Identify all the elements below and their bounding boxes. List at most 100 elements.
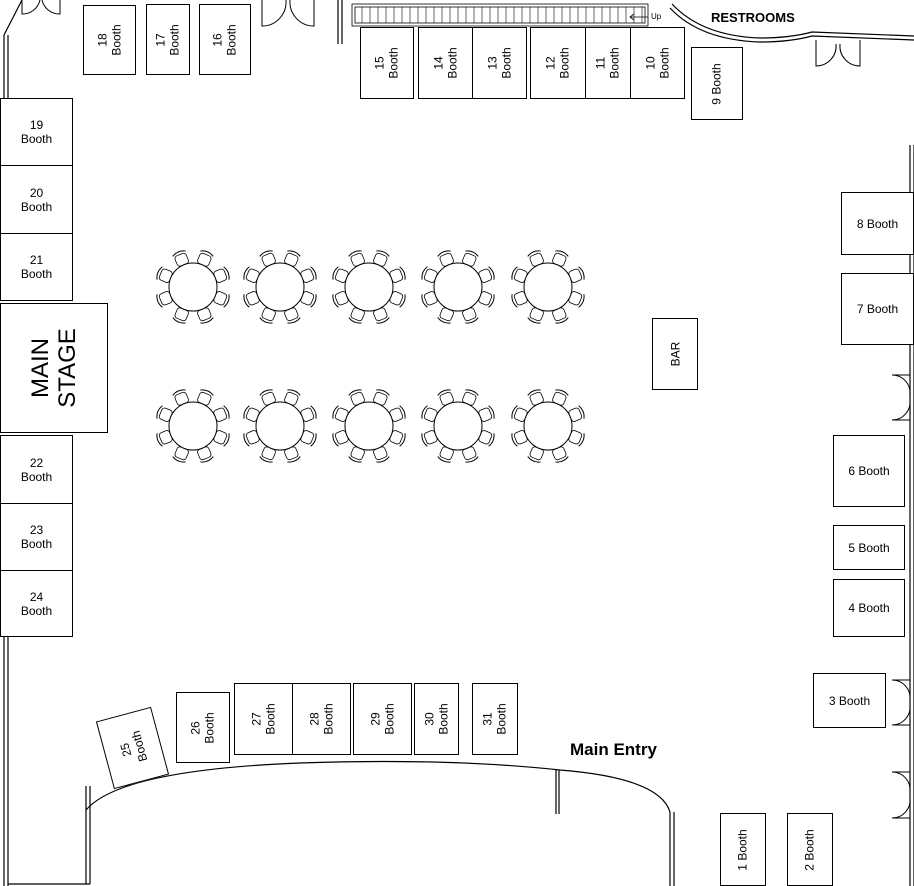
chair [389, 430, 406, 447]
booth-23[interactable]: 23 Booth [0, 503, 73, 571]
booth-label: 15 Booth [372, 47, 401, 79]
main-entry-label: Main Entry [570, 740, 657, 759]
booth-24[interactable]: 24 Booth [0, 570, 73, 637]
booth-19[interactable]: 19 Booth [0, 98, 73, 166]
booth-label: 13 Booth [485, 47, 514, 79]
table-top [433, 262, 483, 312]
booth-label: 12 Booth [543, 47, 572, 79]
booth-label: 6 Booth [848, 464, 890, 478]
chair [478, 405, 495, 422]
booth-2[interactable]: 2 Booth [787, 813, 833, 886]
chair [259, 389, 276, 406]
round-table-1 [156, 250, 230, 324]
chair [462, 389, 479, 406]
chair [373, 250, 390, 267]
booth-28[interactable]: 28 Booth [292, 683, 351, 755]
chair [156, 291, 173, 308]
chair [568, 266, 585, 283]
round-tables [156, 250, 585, 463]
booth-31[interactable]: 31 Booth [472, 683, 518, 755]
staircase [351, 3, 649, 27]
chair [552, 307, 569, 324]
booth-16[interactable]: 16 Booth [199, 4, 251, 75]
booth-6[interactable]: 6 Booth [833, 435, 905, 507]
chair [552, 446, 569, 463]
booth-22[interactable]: 22 Booth [0, 435, 73, 504]
chair [197, 446, 214, 463]
booth-label: 17 Booth [153, 23, 182, 56]
booth-label: 18 Booth [95, 24, 124, 56]
chair [172, 446, 189, 463]
booth-15[interactable]: 15 Booth [360, 27, 414, 99]
table-top [523, 262, 573, 312]
round-table-7 [243, 389, 317, 463]
chair [243, 266, 260, 283]
booth-label: 29 Booth [368, 703, 397, 735]
booth-label: 19 Booth [20, 118, 53, 146]
booth-label: 23 Booth [20, 523, 53, 551]
booth-label: 9 Booth [710, 62, 724, 105]
chair [213, 291, 230, 308]
round-table-6 [156, 389, 230, 463]
chair [478, 266, 495, 283]
chair [462, 307, 479, 324]
chair [213, 405, 230, 422]
booth-label: 21 Booth [20, 253, 53, 281]
booth-label: 4 Booth [848, 601, 890, 615]
booth-label: 1 Booth [736, 828, 750, 871]
chair [332, 291, 349, 308]
booth-label: 14 Booth [431, 47, 460, 79]
chair [552, 389, 569, 406]
booth-12[interactable]: 12 Booth [530, 27, 586, 99]
booth-30[interactable]: 30 Booth [414, 683, 459, 755]
booth-label: 16 Booth [210, 23, 239, 56]
booth-29[interactable]: 29 Booth [353, 683, 412, 755]
booth-9[interactable]: 9 Booth [691, 47, 743, 120]
booth-21[interactable]: 21 Booth [0, 233, 73, 301]
chair [527, 250, 544, 267]
booth-10[interactable]: 10 Booth [630, 27, 685, 99]
booth-26[interactable]: 26 Booth [176, 692, 230, 763]
booth-1[interactable]: 1 Booth [720, 813, 766, 886]
booth-17[interactable]: 17 Booth [146, 4, 190, 75]
main-stage[interactable]: MAIN STAGE [0, 303, 108, 433]
main-stage-label: MAIN STAGE [26, 328, 81, 408]
chair [332, 266, 349, 283]
table-top [168, 401, 218, 451]
booth-label: 26 Booth [188, 711, 217, 744]
booth-label: 27 Booth [249, 703, 278, 735]
booth-label: 10 Booth [643, 47, 672, 79]
booth-label: 7 Booth [856, 302, 899, 316]
table-top [255, 262, 305, 312]
booth-label: 25 Booth [117, 729, 151, 764]
booth-18[interactable]: 18 Booth [83, 5, 136, 75]
round-table-3 [332, 250, 406, 324]
booth-label: 20 Booth [20, 185, 53, 214]
booth-5[interactable]: 5 Booth [833, 525, 905, 570]
booth-label: 2 Booth [803, 828, 817, 871]
bar[interactable]: BAR [652, 318, 698, 390]
booth-27[interactable]: 27 Booth [234, 683, 293, 755]
booth-14[interactable]: 14 Booth [418, 27, 473, 99]
round-table-8 [332, 389, 406, 463]
booth-label: 31 Booth [480, 703, 509, 735]
chair [478, 291, 495, 308]
booth-13[interactable]: 13 Booth [472, 27, 527, 99]
restrooms-label: RESTROOMS [711, 10, 795, 25]
booth-4[interactable]: 4 Booth [833, 579, 905, 637]
round-table-10 [511, 389, 585, 463]
booth-8[interactable]: 8 Booth [841, 192, 914, 255]
table-top [523, 401, 573, 451]
table-top [255, 401, 305, 451]
chair [568, 405, 585, 422]
booth-label: 11 Booth [593, 47, 622, 79]
booth-20[interactable]: 20 Booth [0, 165, 73, 234]
stairs-up-label: Up [651, 12, 662, 21]
booth-7[interactable]: 7 Booth [841, 273, 914, 345]
booth-3[interactable]: 3 Booth [813, 673, 886, 728]
walls [3, 0, 914, 886]
booth-label: 5 Booth [848, 540, 890, 555]
round-table-2 [243, 250, 317, 324]
booth-11[interactable]: 11 Booth [585, 27, 631, 99]
table-top [344, 401, 394, 451]
